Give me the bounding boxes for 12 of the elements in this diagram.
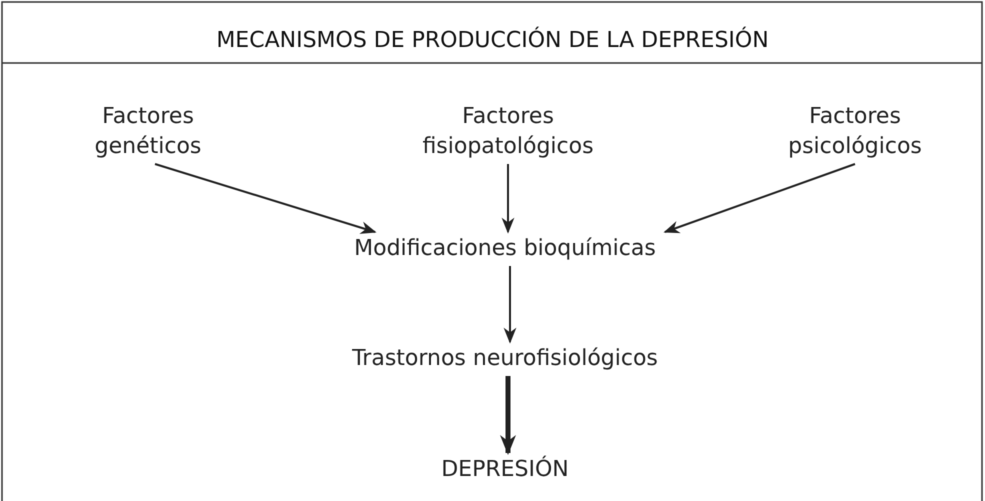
- node-label: Factores fisiopatológicos: [398, 102, 618, 162]
- node-label: Factores psicológicos: [760, 102, 950, 162]
- node-label: Trastornos neurofisiológicos: [285, 344, 725, 374]
- diagram-title: MECANISMOS DE PRODUCCIÓN DE LA DEPRESIÓN: [215, 28, 770, 53]
- node-label: DEPRESIÓN: [400, 455, 610, 485]
- node-label: Modificaciones bioquímicas: [290, 234, 720, 264]
- arrow: [502, 164, 514, 234]
- arrow: [500, 376, 516, 455]
- node-label: Factores genéticos: [58, 102, 238, 162]
- arrow: [154, 163, 377, 234]
- arrow: [504, 266, 516, 344]
- arrow: [664, 163, 856, 234]
